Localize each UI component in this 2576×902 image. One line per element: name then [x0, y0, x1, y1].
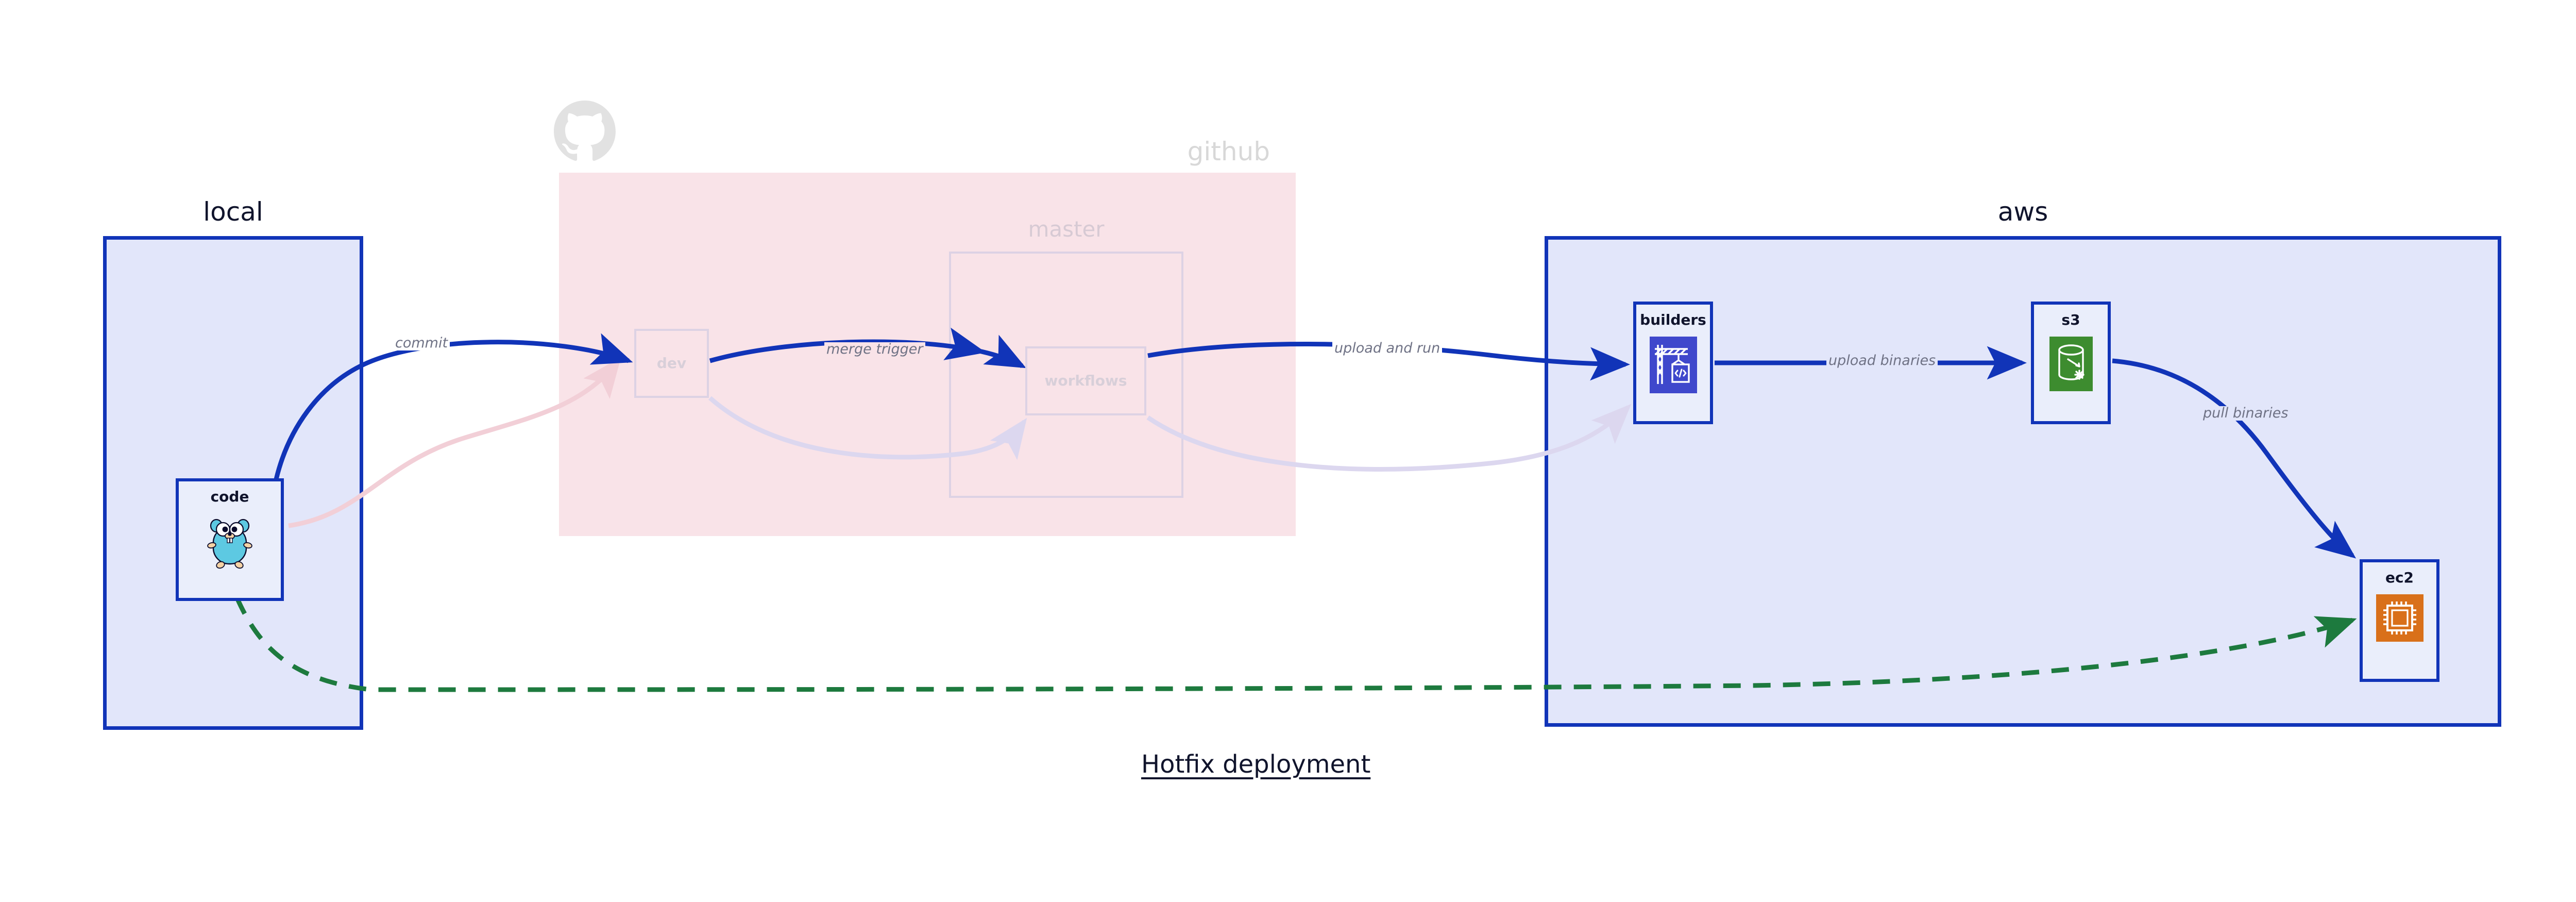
node-builders-label: builders	[1640, 311, 1706, 328]
aws-s3-icon	[2049, 337, 2093, 393]
cluster-label-aws: aws	[1997, 197, 2048, 227]
cluster-label-master: master	[1028, 216, 1105, 242]
edge-label-pull-binaries: pull binaries	[2201, 406, 2291, 421]
diagram-title: Hotfix deployment	[1141, 750, 1371, 779]
edge-label-upload-and-run: upload and run	[1332, 341, 1443, 356]
node-s3-label: s3	[2061, 311, 2080, 328]
aws-codebuild-icon	[1649, 337, 1697, 395]
github-octocat-logo	[554, 101, 616, 162]
edge-label-merge-trigger: merge trigger	[824, 342, 925, 357]
node-ec2[interactable]: ec2	[2360, 559, 2439, 682]
node-dev[interactable]: dev	[634, 329, 709, 398]
cluster-master	[949, 252, 1183, 498]
node-dev-label: dev	[656, 355, 687, 372]
node-s3[interactable]: s3	[2031, 302, 2111, 424]
node-workflows-label: workflows	[1044, 372, 1127, 389]
node-code-label: code	[210, 488, 249, 505]
node-workflows[interactable]: workflows	[1025, 346, 1146, 415]
edge-label-upload-binaries: upload binaries	[1826, 353, 1938, 369]
go-gopher-icon	[206, 513, 253, 571]
cluster-label-github: github	[1187, 137, 1270, 166]
cluster-label-local: local	[203, 197, 263, 227]
aws-ec2-icon	[2376, 594, 2424, 644]
node-code[interactable]: code	[176, 478, 284, 601]
node-ec2-label: ec2	[2385, 569, 2414, 586]
node-builders[interactable]: builders	[1633, 302, 1713, 424]
edge-label-commit: commit	[393, 336, 450, 351]
